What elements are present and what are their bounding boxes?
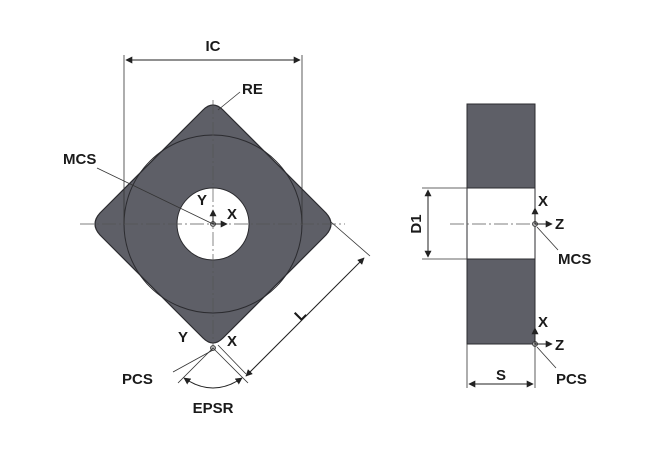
front-view: IC RE MCS Y X Y X PCS EPSR L	[63, 38, 371, 417]
s-label: S	[496, 367, 506, 384]
y-center-label: Y	[197, 192, 207, 209]
pcs-bottom-label: PCS	[122, 371, 153, 388]
epsr-line-left	[177, 347, 214, 384]
l-dimension-line	[245, 257, 365, 377]
side-pcs-label: PCS	[556, 371, 587, 388]
side-z-bottom-label: Z	[555, 337, 564, 354]
side-bottom-block	[466, 258, 536, 345]
mcs-top-label: MCS	[63, 151, 96, 168]
side-hole	[466, 187, 536, 260]
d1-label: D1	[408, 214, 425, 233]
x-center-label: X	[227, 206, 237, 223]
side-x-bottom-label: X	[538, 314, 548, 331]
y-bottom-label: Y	[178, 329, 188, 346]
side-mcs-leader	[536, 226, 559, 251]
l-extension-top	[330, 221, 371, 257]
side-mcs-label: MCS	[558, 251, 591, 268]
side-view: D1 X Z MCS X Z PCS S	[408, 103, 591, 388]
side-pcs-leader	[536, 346, 557, 369]
x-bottom-label: X	[227, 333, 237, 350]
mcs-leader	[96, 167, 214, 225]
epsr-arc	[183, 377, 243, 389]
ic-label: IC	[206, 38, 221, 55]
side-z-top-label: Z	[555, 216, 564, 233]
re-label: RE	[242, 81, 263, 98]
pcs-leader	[172, 349, 214, 373]
l-extension-bottom	[217, 344, 247, 375]
side-top-block	[466, 103, 536, 189]
side-x-top-label: X	[538, 193, 548, 210]
epsr-label: EPSR	[193, 400, 234, 417]
epsr-line-right	[212, 347, 249, 384]
re-leader	[217, 91, 241, 111]
l-label: L	[291, 306, 310, 325]
